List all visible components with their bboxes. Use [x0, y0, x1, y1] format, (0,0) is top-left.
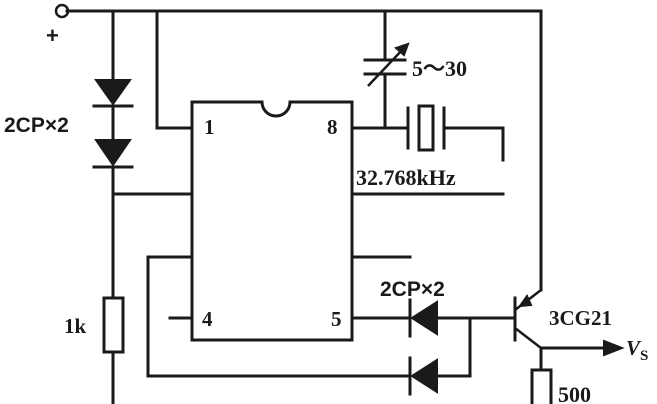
output-label-main: V	[626, 336, 642, 360]
crystal-label: 32.768kHz	[356, 165, 456, 190]
pin5-wire	[350, 316, 517, 378]
diode-right-upper	[408, 298, 438, 338]
resistor-emitter-label: 500	[558, 382, 591, 404]
supply-terminal-label: +	[46, 23, 59, 48]
output-label-sub: S	[640, 348, 648, 364]
output-label: VS	[626, 336, 648, 364]
output-wire	[539, 339, 625, 357]
diodes-left-label: 2CP×2	[4, 114, 69, 137]
pin8-wire	[350, 9, 410, 130]
diode-left-lower	[92, 139, 134, 169]
diode-right-lower	[408, 356, 438, 396]
trimmer-capacitor	[363, 42, 410, 87]
resistor-left-label: 1k	[64, 314, 87, 338]
ic-pin4-label: 4	[202, 307, 213, 331]
ic-pin5-label: 5	[331, 307, 342, 331]
feedback-loop-wire	[146, 255, 410, 378]
pnp-transistor	[513, 9, 543, 372]
diodes-right-label: 2CP×2	[380, 278, 445, 301]
supply-rail	[54, 3, 543, 19]
ic-pin1-label: 1	[204, 115, 215, 139]
resistor-left	[102, 296, 125, 354]
transistor-label: 3CG21	[549, 306, 612, 330]
resistor-emitter	[530, 368, 553, 404]
ic-pin8-label: 8	[327, 115, 338, 139]
diode-left-upper	[92, 79, 134, 108]
pin1-wire	[155, 9, 194, 130]
left-branch-wire	[111, 9, 194, 404]
ic-chip	[190, 100, 354, 342]
crystal-oscillator	[406, 104, 505, 162]
trimmer-capacitor-label: 5～30	[412, 56, 467, 81]
